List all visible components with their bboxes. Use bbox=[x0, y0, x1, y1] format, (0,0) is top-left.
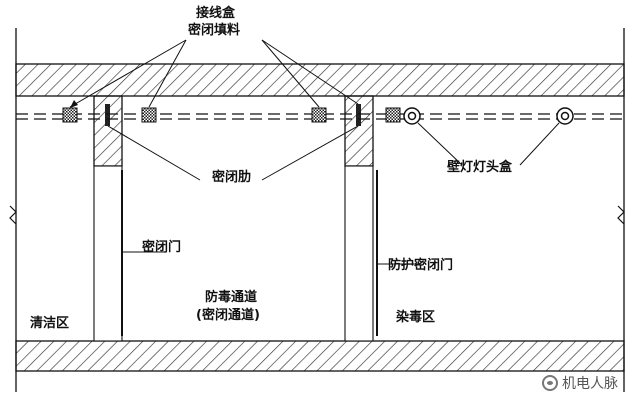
wall-lamp-box bbox=[403, 107, 421, 125]
top-slab bbox=[15, 63, 625, 97]
sealing-rib-left bbox=[105, 104, 110, 126]
sealing-rib-label: 密闭肋 bbox=[212, 170, 252, 185]
leader-lines bbox=[69, 39, 560, 265]
watermark: 机电人脉 bbox=[542, 373, 618, 393]
left-wall bbox=[93, 95, 123, 342]
airtight-door-label: 密闭门 bbox=[142, 240, 182, 255]
contaminated-zone-label: 染毒区 bbox=[396, 310, 436, 325]
clean-zone-label: 清洁区 bbox=[30, 316, 70, 331]
junction-box bbox=[385, 107, 401, 123]
protective-airtight-door-label: 防护密闭门 bbox=[388, 258, 454, 273]
sealing-filler-label: 密闭填料 bbox=[188, 23, 241, 38]
decon-passage-label: 防毒通道 bbox=[205, 290, 258, 305]
break-marks bbox=[9, 205, 625, 225]
watermark-text: 机电人脉 bbox=[562, 376, 618, 392]
bottom-slab bbox=[15, 340, 625, 372]
sealing-rib-right bbox=[356, 104, 361, 126]
cable-conduit bbox=[16, 113, 624, 120]
wall-lamp-box-label: 壁灯灯头盒 bbox=[447, 160, 513, 175]
wall-lamp-box bbox=[556, 107, 574, 125]
leader-arrow bbox=[70, 100, 78, 108]
sealed-passage-label: (密闭通道) bbox=[196, 308, 260, 323]
junction-box bbox=[311, 107, 327, 123]
right-wall bbox=[344, 95, 374, 342]
wechat-icon bbox=[542, 375, 558, 391]
junction-box bbox=[62, 107, 78, 123]
junction-box bbox=[141, 107, 157, 123]
junction-box-label: 接线盒 bbox=[196, 6, 236, 21]
